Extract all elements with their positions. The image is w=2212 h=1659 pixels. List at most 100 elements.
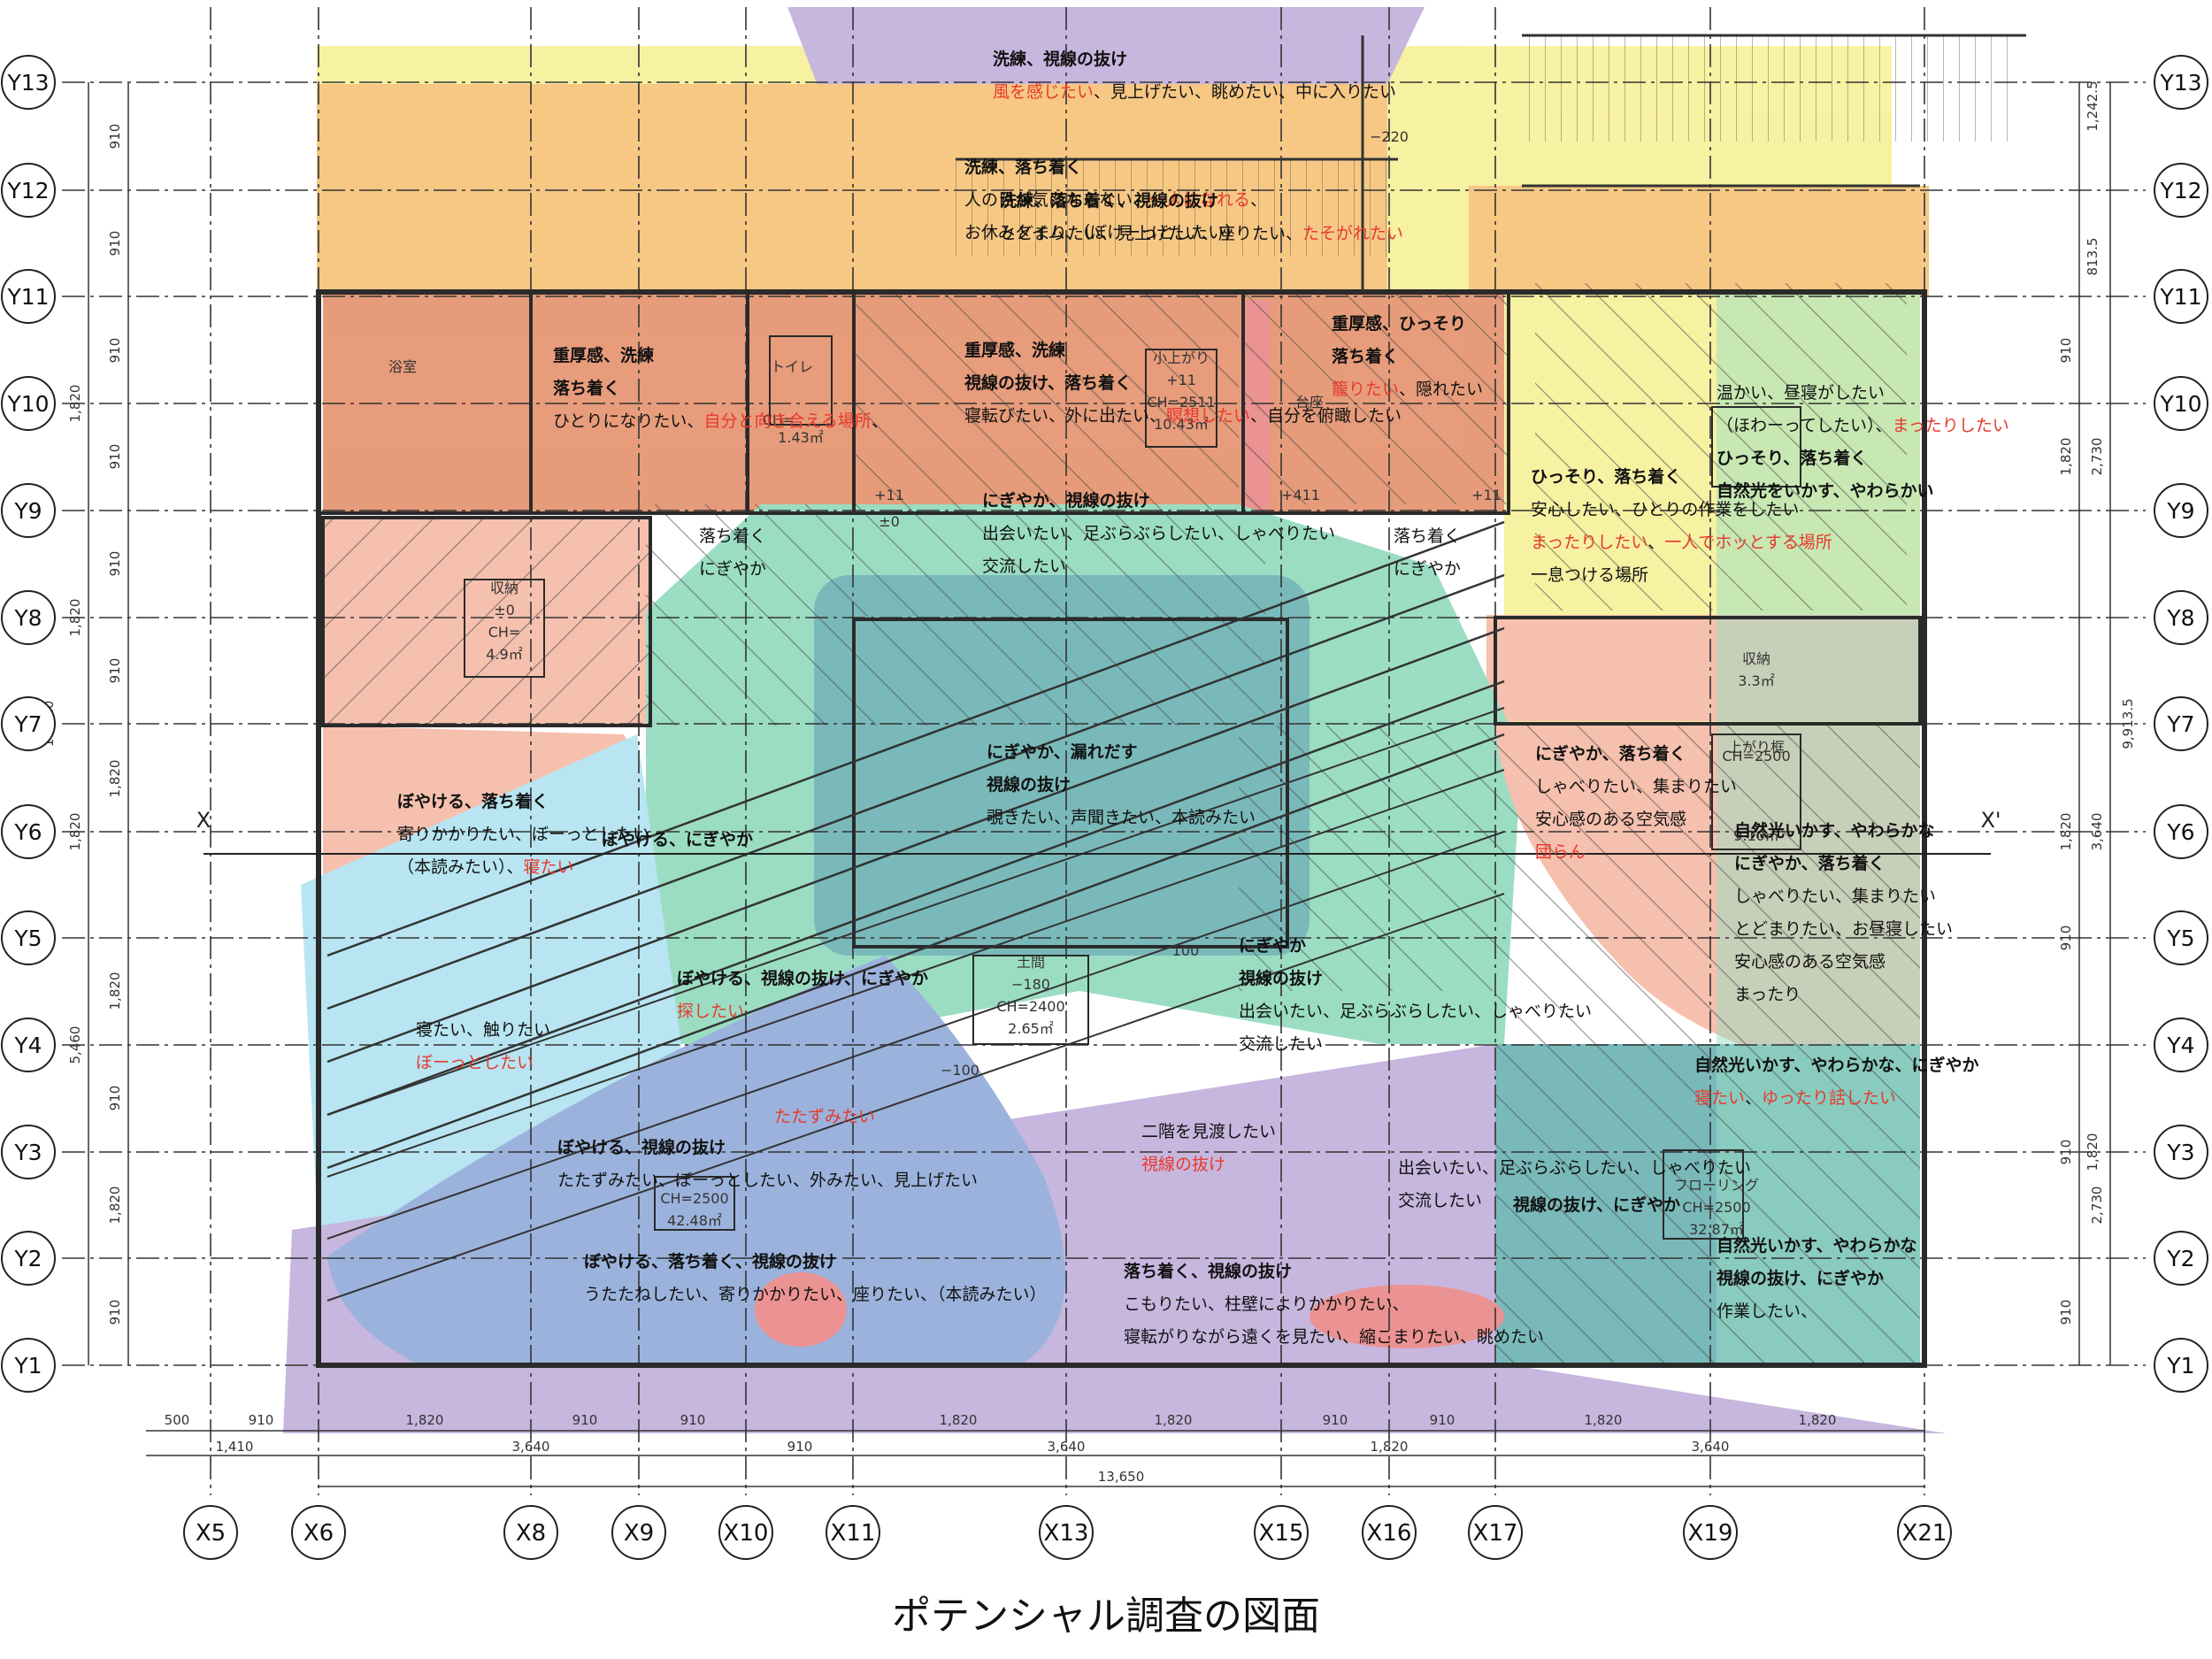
doma-box [972, 955, 1089, 1045]
svg-text:Y1: Y1 [13, 1353, 42, 1379]
grid-marker-x: X13 [1039, 1505, 1094, 1560]
grid-marker-y: Y1 [2154, 1338, 2208, 1393]
svg-text:Y12: Y12 [6, 178, 49, 204]
annotation: 温かい、昼寝がしたい（ほわーってしたい）、まったりしたいひっそり、落ち着く自然光… [1717, 383, 2009, 501]
plan-label: 2.65㎡ [1008, 1020, 1054, 1037]
annotation-line: 重厚感、洗練 [553, 345, 654, 365]
plan-label: CH= [488, 624, 521, 641]
svg-text:X16: X16 [1367, 1520, 1412, 1547]
small-box-east [1711, 406, 1801, 488]
zone-red-small-2 [1310, 1285, 1504, 1348]
dimension-left: 910 [107, 658, 123, 684]
annotation-line: 視線の抜け [986, 774, 1071, 795]
grid-marker-y: Y2 [1, 1231, 56, 1286]
annotation-line: 出会いたい、足ぶらぶらしたい、しゃべりたい [982, 524, 1335, 543]
annotation-line: ひとりになりたい、自分と向き合える場所、 [553, 411, 888, 431]
annotation-line: 寝たい、触りたい [416, 1020, 550, 1040]
grid-marker-y: Y12 [2154, 163, 2208, 218]
plan-label: 浴室 [388, 358, 417, 375]
annotation: 視線の抜け、にぎやか [1512, 1194, 1680, 1215]
annotation-line: 交流したい [1398, 1191, 1482, 1210]
annotation-line: 作業したい、 [1717, 1302, 1817, 1321]
grid-marker-y: Y10 [2154, 376, 2208, 431]
annotation-line: 視線の抜け [1141, 1155, 1225, 1174]
annotation-line: 落ち着く [1394, 526, 1461, 546]
annotation-line: まったりしたい、一人でホッとする場所 [1531, 533, 1832, 552]
dimension-left: 910 [107, 444, 123, 470]
plan-label: +411 [1281, 487, 1320, 503]
grid-marker-y: Y13 [1, 55, 56, 110]
svg-text:Y1: Y1 [2166, 1353, 2194, 1379]
annotation-line: 視線の抜け [1238, 968, 1323, 988]
annotation: ぼやける、落ち着く、視線の抜けうたたねしたい、寄りかかりたい、座りたい、（本読み… [584, 1251, 1047, 1304]
annotation-line: 洗練、落ち着く、視線の抜け [1000, 190, 1218, 211]
dimension-bottom: 1,820 [1799, 1412, 1837, 1428]
rafter-line [326, 520, 1505, 957]
grid-marker-y: Y6 [2154, 804, 2208, 859]
annotation-line: 重厚感、ひっそり [1332, 313, 1466, 334]
svg-text:Y4: Y4 [13, 1033, 42, 1058]
annotation-line: 温かい、昼寝がしたい [1717, 383, 1885, 403]
plan-label: −220 [1370, 128, 1409, 145]
annotation-line: しゃべりたい、集まりたい [1734, 887, 1936, 906]
grid-marker-y: Y4 [2154, 1018, 2208, 1072]
grid-marker-x: X21 [1897, 1505, 1952, 1560]
grid-marker-y: Y13 [2154, 55, 2208, 110]
svg-text:X10: X10 [724, 1520, 769, 1547]
grid-marker-y: Y11 [1, 269, 56, 324]
grid-marker-y: Y12 [1, 163, 56, 218]
rafter-line [326, 733, 1505, 1170]
svg-text:Y3: Y3 [2166, 1140, 2194, 1165]
annotation-line: ひっそり、落ち着く [1717, 448, 1867, 468]
dimension-total: 13,650 [1098, 1469, 1145, 1485]
annotation-line: とどまりたい、お昼寝したい [1734, 919, 1953, 939]
dimension-bottom: 1,410 [216, 1439, 254, 1455]
svg-text:Y3: Y3 [13, 1140, 42, 1165]
svg-text:Y8: Y8 [13, 605, 42, 631]
dimension-left: 910 [107, 1300, 123, 1325]
annotation-line: 自然光いかす、やわらかな [1734, 820, 1934, 841]
annotation-line: 洗練、視線の抜け [993, 49, 1127, 69]
annotation-line: 一息つける場所 [1531, 565, 1648, 585]
plan-label: 小上がり [1153, 349, 1210, 366]
plan-label: +11 [874, 487, 904, 503]
annotation-line: ぼやける、落ち着く [397, 791, 549, 811]
annotation-line: 落ち着く [553, 378, 620, 398]
grid-marker-y: Y1 [1, 1338, 56, 1393]
rafter-line [326, 680, 1505, 1117]
dimension-bottom: 910 [1430, 1412, 1455, 1428]
annotation-line: にぎやか [1239, 935, 1306, 956]
dimension-right: 910 [2058, 1300, 2074, 1325]
dimension-left: 910 [107, 1086, 123, 1111]
annotation-line: 視線の抜け、落ち着く [964, 373, 1132, 393]
plan-label: トイレ [771, 358, 813, 375]
svg-text:Y2: Y2 [2166, 1246, 2194, 1271]
svg-text:X5: X5 [196, 1520, 226, 1547]
annotation-line: ぼやける、視線の抜け [557, 1137, 726, 1157]
annotation-line: 交流したい [982, 557, 1066, 576]
plan-label: ±0 [879, 513, 900, 530]
annotation-line: にぎやか、漏れだす [987, 741, 1138, 762]
annotation-line: にぎやか [699, 559, 766, 579]
plan-label: 9.10㎡ [1733, 827, 1779, 844]
svg-text:Y13: Y13 [2159, 70, 2201, 96]
plan-label: 台座 [1295, 394, 1324, 411]
dimension-right: 1,820 [2058, 438, 2074, 476]
dimension-left: 1,820 [67, 813, 83, 851]
svg-text:Y13: Y13 [6, 70, 49, 96]
dimension-bottom: 1,820 [940, 1412, 978, 1428]
annotation-line: 視線の抜け、にぎやか [1716, 1268, 1884, 1288]
annotation-line: まったり [1734, 985, 1801, 1004]
annotation-line: お休みタイム、（ぼけーっとしたい） [964, 223, 1241, 242]
plan-label: CH=2400 [996, 998, 1064, 1015]
annotation-line: （ほわーってしたい）、まったりしたい [1717, 416, 2009, 435]
annotation-line: 探したい [677, 1002, 744, 1021]
